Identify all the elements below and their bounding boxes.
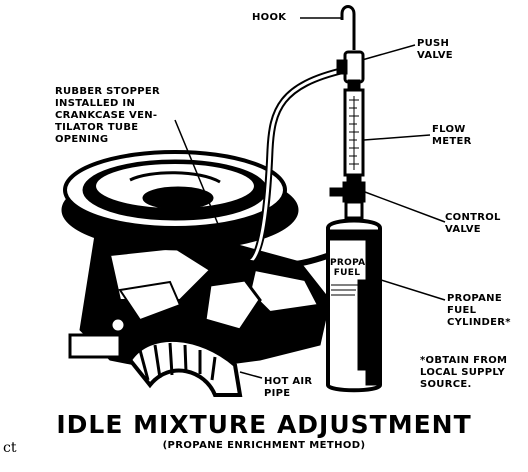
label-propane-cylinder: PROPANE FUEL CYLINDER* bbox=[447, 293, 511, 329]
label-rubber-stopper-line5: OPENING bbox=[55, 134, 109, 145]
label-obtain-note-line2: LOCAL SUPPLY bbox=[420, 367, 506, 378]
label-rubber-stopper-line2: INSTALLED IN bbox=[55, 98, 136, 109]
label-rubber-stopper-line1: RUBBER STOPPER bbox=[55, 86, 160, 97]
cylinder-marking-line2: FUEL bbox=[333, 268, 361, 278]
label-obtain-note: *OBTAIN FROM LOCAL SUPPLY SOURCE. bbox=[420, 355, 507, 391]
label-obtain-note-line3: SOURCE. bbox=[420, 379, 472, 390]
hook bbox=[340, 5, 356, 50]
label-control-valve-line2: VALVE bbox=[445, 224, 481, 235]
diagram-subtitle: (PROPANE ENRICHMENT METHOD) bbox=[162, 440, 366, 451]
label-push-valve-line2: VALVE bbox=[417, 50, 453, 61]
cylinder-marking: PROPANE FUEL bbox=[330, 258, 380, 278]
diagram-title: IDLE MIXTURE ADJUSTMENT bbox=[56, 410, 472, 439]
label-obtain-note-line1: *OBTAIN FROM bbox=[420, 355, 508, 366]
label-rubber-stopper: RUBBER STOPPER INSTALLED IN CRANKCASE VE… bbox=[55, 86, 160, 146]
label-propane-cylinder-line1: PROPANE bbox=[447, 293, 502, 304]
push-valve bbox=[336, 50, 365, 91]
hose bbox=[244, 66, 346, 269]
flow-meter bbox=[343, 88, 365, 183]
control-valve bbox=[329, 181, 366, 220]
label-hot-air-pipe-line1: HOT AIR bbox=[264, 376, 313, 387]
label-hot-air-pipe: HOT AIR PIPE bbox=[264, 376, 312, 400]
corner-mark: ct bbox=[3, 440, 17, 456]
label-hook: HOOK bbox=[252, 12, 286, 24]
label-push-valve-line1: PUSH bbox=[417, 38, 450, 49]
propane-cylinder bbox=[326, 218, 382, 393]
label-hot-air-pipe-line2: PIPE bbox=[264, 388, 291, 399]
label-rubber-stopper-line3: CRANKCASE VEN- bbox=[55, 110, 158, 121]
label-flow-meter-line1: FLOW bbox=[432, 124, 466, 135]
label-push-valve: PUSH VALVE bbox=[417, 38, 453, 62]
label-propane-cylinder-line2: FUEL bbox=[447, 305, 477, 316]
cylinder-marking-line1: PROPANE bbox=[330, 258, 380, 268]
label-control-valve: CONTROL VALVE bbox=[445, 212, 501, 236]
label-hook-line: HOOK bbox=[252, 12, 287, 23]
label-control-valve-line1: CONTROL bbox=[445, 212, 501, 223]
label-flow-meter: FLOW METER bbox=[432, 124, 472, 148]
engine-assembly bbox=[61, 150, 331, 397]
label-flow-meter-line2: METER bbox=[432, 136, 472, 147]
leader-lines bbox=[174, 17, 446, 379]
label-propane-cylinder-line3: CYLINDER* bbox=[447, 317, 511, 328]
label-rubber-stopper-line4: TILATOR TUBE bbox=[55, 122, 139, 133]
